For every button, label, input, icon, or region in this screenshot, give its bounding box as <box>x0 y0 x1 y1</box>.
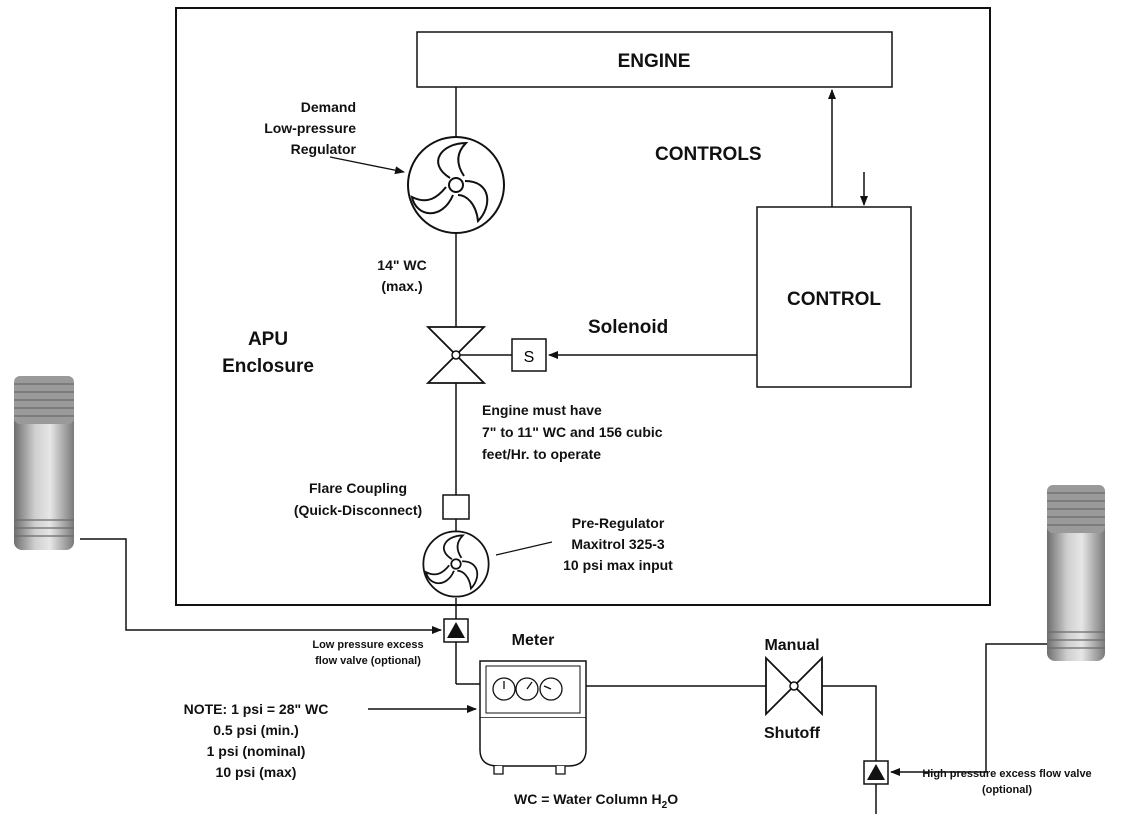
apu-enclosure-box <box>175 7 991 606</box>
svg-text:feet/Hr. to operate: feet/Hr. to operate <box>482 446 601 462</box>
demand-regulator-label: Demand Low-pressure Regulator <box>264 99 356 157</box>
controls-label: CONTROLS <box>655 144 762 165</box>
solenoid-valve-symbol <box>425 326 512 384</box>
svg-text:Regulator: Regulator <box>291 141 357 157</box>
svg-text:Demand: Demand <box>301 99 356 115</box>
solenoid-box <box>511 338 547 372</box>
svg-text:Flare Coupling: Flare Coupling <box>309 480 407 496</box>
gas-meter <box>479 660 587 775</box>
apu-enclosure-label: APU Enclosure <box>222 329 314 377</box>
demand-regulator-leader <box>329 156 405 175</box>
svg-text:14" WC: 14" WC <box>377 257 426 273</box>
flare-coupling-label: Flare Coupling (Quick-Disconnect) <box>294 480 422 518</box>
svg-text:7" to 11" WC and 156 cubic: 7" to 11" WC and 156 cubic <box>482 424 663 440</box>
high-pressure-valve-triangle <box>867 764 885 780</box>
svg-text:Low pressure excess: Low pressure excess <box>312 639 423 651</box>
manual-shutoff-valve <box>765 655 823 717</box>
svg-text:APU: APU <box>248 329 288 350</box>
pre-regulator-label: Pre-Regulator Maxitrol 325-3 10 psi max … <box>563 515 673 573</box>
demand-regulator-symbol <box>407 136 505 234</box>
low-valve-fitting-line <box>80 538 442 634</box>
high-pressure-fitting-photo <box>1047 485 1105 661</box>
solenoid-label: Solenoid <box>588 317 668 338</box>
svg-text:Pre-Regulator: Pre-Regulator <box>572 515 665 531</box>
high-pressure-valve-label: High pressure excess flow valve (optiona… <box>922 768 1091 796</box>
meter-label: Meter <box>512 632 555 649</box>
svg-text:Low-pressure: Low-pressure <box>264 120 356 136</box>
wc-max-label: 14" WC (max.) <box>377 257 426 294</box>
svg-text:Maxitrol 325-3: Maxitrol 325-3 <box>571 536 665 552</box>
svg-text:Enclosure: Enclosure <box>222 356 314 377</box>
control-box <box>756 206 912 388</box>
solenoid-symbol-label: S <box>524 349 535 366</box>
svg-text:NOTE: 1 psi = 28" WC: NOTE: 1 psi = 28" WC <box>184 701 329 717</box>
svg-text:10 psi max input: 10 psi max input <box>563 557 673 573</box>
high-valve-fitting-line <box>890 643 1048 776</box>
flare-coupling-box <box>442 494 470 520</box>
svg-text:Engine must have: Engine must have <box>482 402 602 418</box>
engine-box <box>416 31 893 88</box>
engine-label: ENGINE <box>618 51 691 72</box>
shutoff-label: Shutoff <box>764 725 821 742</box>
svg-text:(optional): (optional) <box>982 784 1032 796</box>
gas-line-shutoff-to-highvalve <box>822 685 877 761</box>
low-pressure-fitting-photo <box>14 376 74 550</box>
psi-note: NOTE: 1 psi = 28" WC 0.5 psi (min.) 1 ps… <box>184 701 329 780</box>
manual-label: Manual <box>764 637 819 654</box>
pre-regulator-leader <box>495 541 553 556</box>
svg-text:High pressure excess flow valv: High pressure excess flow valve <box>922 768 1091 780</box>
control-label: CONTROL <box>787 289 881 310</box>
svg-text:(max.): (max.) <box>381 278 422 294</box>
wc-definition: WC = Water Column H2O <box>514 791 678 811</box>
svg-text:flow valve (optional): flow valve (optional) <box>315 655 421 667</box>
low-pressure-valve-triangle <box>447 622 465 638</box>
svg-text:1 psi (nominal): 1 psi (nominal) <box>207 743 306 759</box>
svg-text:(Quick-Disconnect): (Quick-Disconnect) <box>294 502 422 518</box>
svg-text:10 psi (max): 10 psi (max) <box>216 764 297 780</box>
svg-text:0.5 psi (min.): 0.5 psi (min.) <box>213 722 299 738</box>
engine-requirement-note: Engine must have 7" to 11" WC and 156 cu… <box>482 402 663 462</box>
low-pressure-valve-label: Low pressure excess flow valve (optional… <box>312 639 423 667</box>
pre-regulator-symbol <box>422 530 490 598</box>
